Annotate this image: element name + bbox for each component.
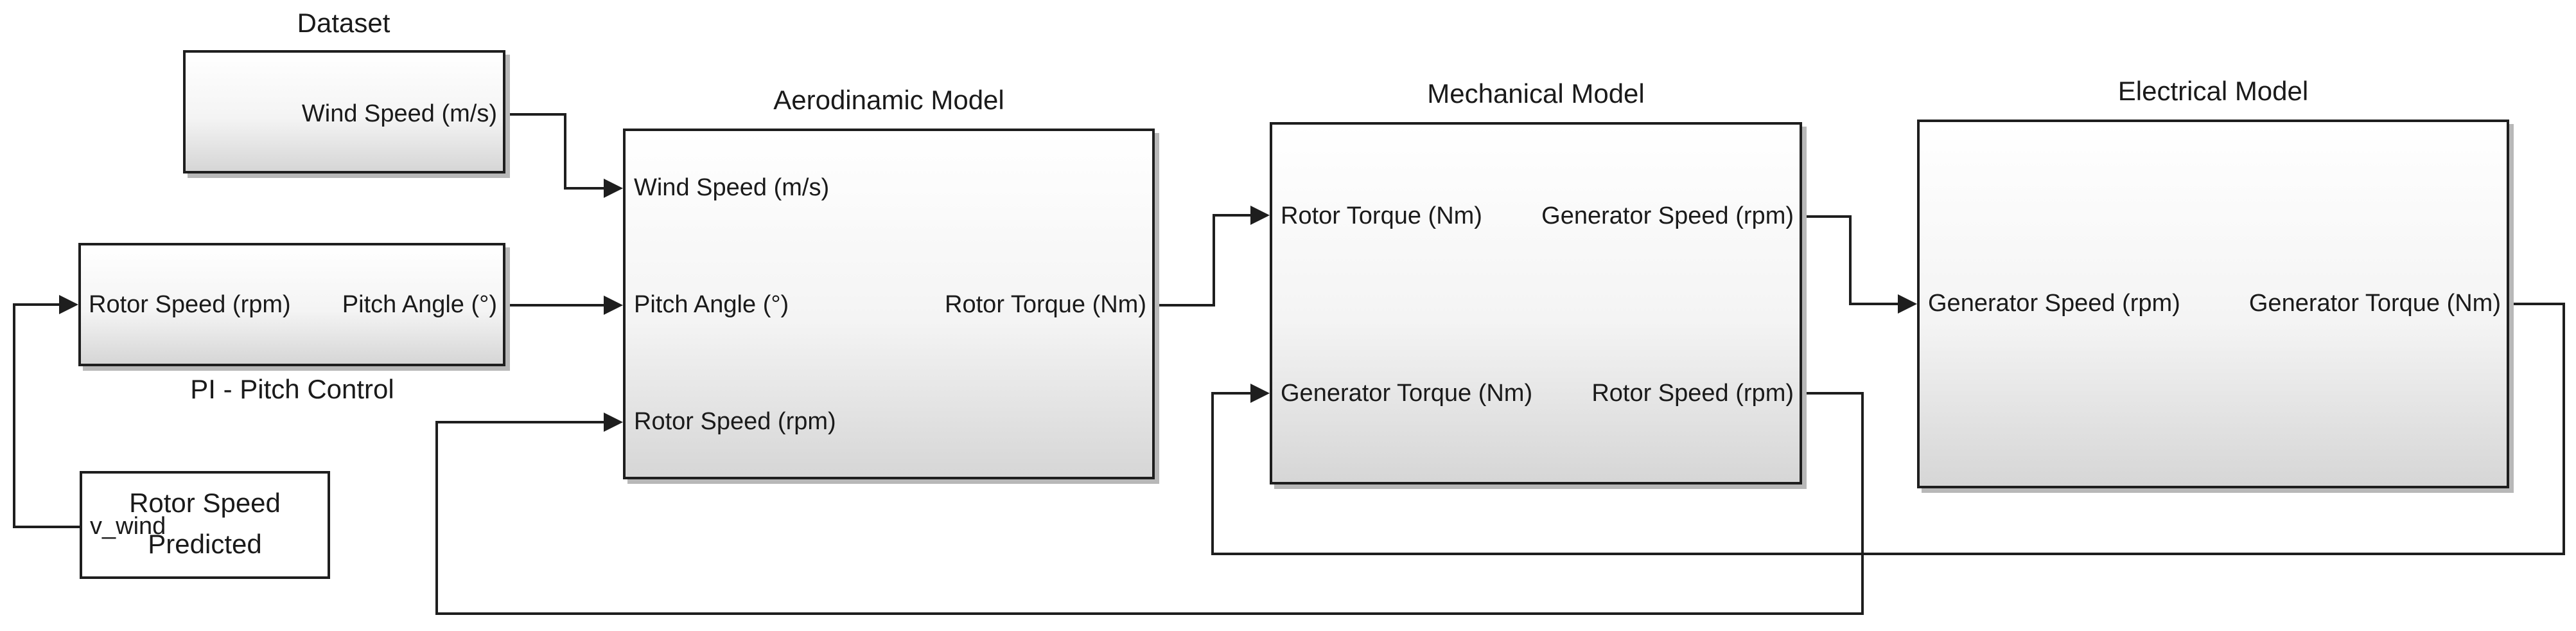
arrow-head-icon	[1898, 294, 1917, 314]
pitch-control-port-pitch-angle: Pitch Angle (°)	[342, 291, 497, 318]
electrical-title: Electrical Model	[2117, 76, 2309, 106]
dataset-block[interactable]	[183, 50, 505, 173]
aerodynamic-port-rotor-speed: Rotor Speed (rpm)	[634, 408, 836, 435]
aerodynamic-block[interactable]	[623, 129, 1155, 479]
electrical-port-generator-torque: Generator Torque (Nm)	[2248, 290, 2501, 317]
electrical-port-generator-speed: Generator Speed (rpm)	[1928, 290, 2180, 317]
predictor-label-line2: Predicted	[148, 529, 262, 559]
aerodynamic-title: Aerodinamic Model	[773, 85, 1004, 115]
mechanical-title: Mechanical Model	[1427, 78, 1645, 109]
electrical-block[interactable]	[1917, 120, 2509, 488]
aerodynamic-port-rotor-torque: Rotor Torque (Nm)	[945, 291, 1146, 318]
dataset-title: Dataset	[297, 8, 390, 38]
signal-line-wind-speed[interactable]	[505, 113, 604, 190]
aerodynamic-port-pitch-angle: Pitch Angle (°)	[634, 291, 789, 318]
signal-line-generator-speed[interactable]	[1802, 215, 1898, 305]
signal-line-rotor-speed-feedback[interactable]	[435, 392, 1864, 615]
arrow-head-icon	[604, 179, 623, 198]
arrow-head-icon	[1250, 384, 1270, 403]
mechanical-block[interactable]	[1270, 122, 1802, 484]
predictor-port-v-wind: v_wind	[90, 513, 166, 540]
arrow-head-icon	[604, 413, 623, 432]
mechanical-port-rotor-speed: Rotor Speed (rpm)	[1591, 380, 1794, 407]
mechanical-port-generator-speed: Generator Speed (rpm)	[1541, 202, 1794, 229]
pitch-control-block[interactable]	[78, 243, 505, 366]
predictor-label-line1: Rotor Speed	[129, 488, 281, 518]
predictor-block[interactable]	[80, 471, 330, 579]
aerodynamic-port-wind-speed: Wind Speed (m/s)	[634, 174, 830, 201]
mechanical-port-rotor-torque: Rotor Torque (Nm)	[1281, 202, 1482, 229]
mechanical-port-generator-torque: Generator Torque (Nm)	[1281, 380, 1533, 407]
arrow-head-icon	[1250, 206, 1270, 225]
pitch-control-port-rotor-speed: Rotor Speed (rpm)	[89, 291, 291, 318]
dataset-port-wind-speed: Wind Speed (m/s)	[301, 100, 497, 127]
signal-line-v-wind[interactable]	[13, 303, 80, 528]
arrow-head-icon	[604, 296, 623, 315]
signal-line-rotor-torque[interactable]	[1155, 214, 1250, 307]
pitch-control-title: PI - Pitch Control	[190, 374, 394, 404]
arrow-head-icon	[59, 295, 78, 314]
signal-line-generator-torque-feedback[interactable]	[1211, 303, 2565, 555]
